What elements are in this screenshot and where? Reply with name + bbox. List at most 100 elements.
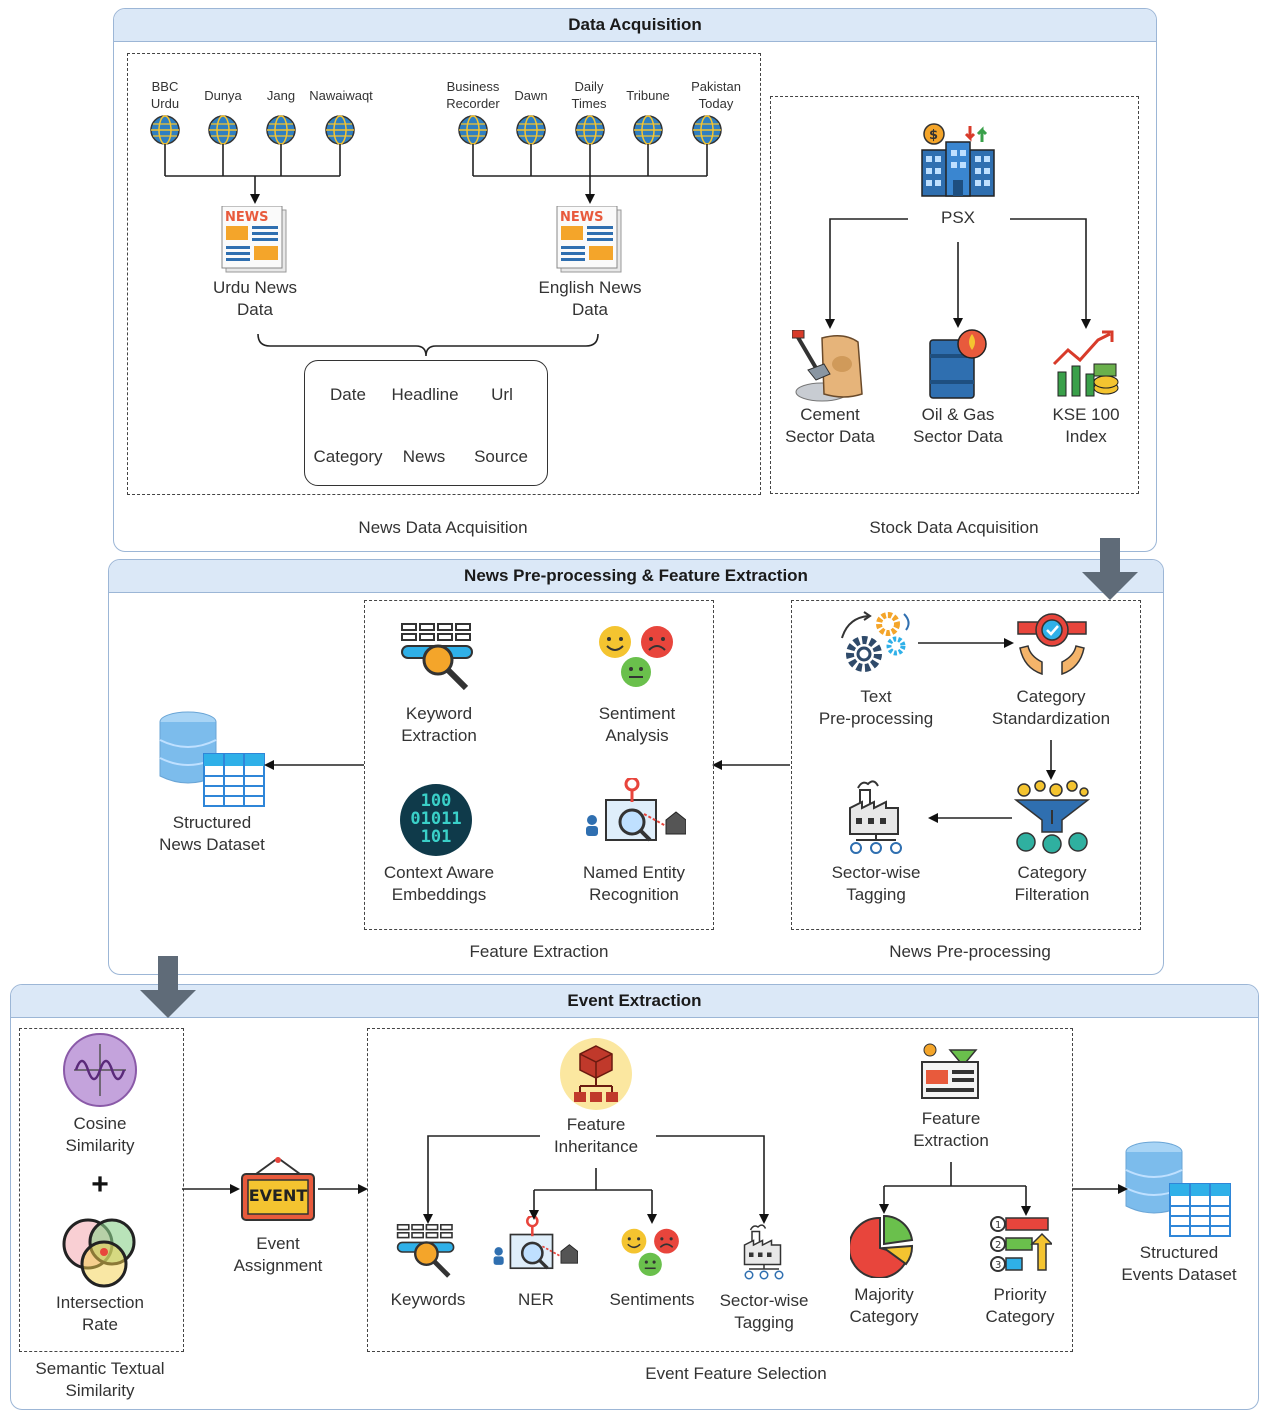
source-dawn: Dawn	[514, 88, 548, 103]
svg-text:1: 1	[995, 1220, 1001, 1231]
field-category: Category	[313, 447, 383, 466]
intersection-rate-label: Intersection Rate	[56, 1293, 144, 1334]
svg-text:101: 101	[421, 827, 452, 847]
database-table-icon	[1125, 1141, 1231, 1237]
semantic-similarity-box	[19, 1028, 184, 1352]
structured-events-dataset-label: Structured Events Dataset	[1121, 1243, 1237, 1284]
sector-tagging-label: Sector-wise Tagging	[831, 863, 921, 904]
category-standardization-label: Category Standardization	[991, 687, 1111, 728]
keyword-search-icon	[396, 1224, 455, 1278]
hierarchy-cube-icon	[560, 1038, 632, 1110]
named-entity-recognition-label: Named Entity Recognition	[582, 863, 686, 904]
funnel-filter-icon	[1014, 780, 1090, 854]
source-bbc-urdu: BBC Urdu	[150, 79, 180, 111]
feature-inheritance-label: Feature Inheritance	[553, 1115, 639, 1156]
gears-icon	[841, 611, 910, 672]
english-news-data-label: English News Data	[538, 278, 642, 319]
growth-chart-icon	[1052, 330, 1119, 397]
data-acquisition-title: Data Acquisition	[114, 9, 1156, 42]
stock-acquisition-caption: Stock Data Acquisition	[869, 518, 1039, 537]
flow-arrow-down	[140, 956, 196, 1018]
field-news: News	[402, 447, 446, 466]
source-business-recorder: Business Recorder	[446, 79, 500, 111]
named-entity-map-icon	[586, 778, 686, 842]
event-feature-selection-caption: Event Feature Selection	[645, 1364, 827, 1383]
event-sign-icon	[241, 1157, 315, 1221]
venn-intersection-icon	[62, 1218, 136, 1288]
feature-extraction-caption: Feature Extraction	[469, 942, 609, 961]
source-pakistan-today: Pakistan Today	[691, 79, 741, 111]
pie-chart-icon	[850, 1214, 914, 1278]
category-filteration-label: Category Filteration	[1014, 863, 1090, 904]
priority-list-icon: 1 2 3	[990, 1216, 1052, 1272]
newspaper-icon: NEWS	[556, 206, 622, 273]
data-funnel-screen-icon	[921, 1043, 979, 1099]
field-source: Source	[474, 447, 528, 466]
sentiment-faces-icon	[599, 626, 673, 687]
flow-arrow-down	[1082, 538, 1138, 600]
sentiment-analysis-label: Sentiment Analysis	[598, 704, 676, 745]
field-url: Url	[491, 385, 513, 404]
named-entity-map-icon	[493, 1216, 578, 1270]
cosine-similarity-label: Cosine Similarity	[65, 1114, 135, 1155]
svg-text:100: 100	[421, 791, 452, 811]
factory-sector-icon	[743, 1224, 784, 1280]
event-badge-text: EVENT	[248, 1186, 308, 1205]
source-tribune: Tribune	[626, 88, 670, 103]
database-table-icon	[159, 711, 265, 807]
oil-barrel-icon	[929, 329, 987, 399]
svg-text:01011: 01011	[410, 809, 461, 829]
svg-text:2: 2	[995, 1240, 1001, 1251]
factory-sector-icon	[849, 780, 902, 854]
news-acquisition-caption: News Data Acquisition	[358, 518, 528, 537]
preprocessing-panel: News Pre-processing & Feature Extraction	[108, 559, 1164, 975]
svg-text:$: $	[929, 128, 938, 143]
structured-news-dataset-label: Structured News Dataset	[159, 813, 265, 854]
source-jang: Jang	[266, 88, 296, 103]
semantic-textual-similarity-caption: Semantic Textual Similarity	[35, 1359, 165, 1400]
urdu-news-data-label: Urdu News Data	[212, 278, 298, 319]
event-assignment-label: Event Assignment	[233, 1234, 323, 1275]
stock-exchange-building-icon: $	[921, 123, 995, 197]
stock-acquisition-box	[770, 96, 1139, 494]
svg-text:NEWS: NEWS	[225, 210, 268, 225]
event-extraction-panel: Event Extraction	[10, 984, 1259, 1410]
field-headline: Headline	[391, 385, 459, 404]
preprocessing-title: News Pre-processing & Feature Extraction	[109, 560, 1163, 593]
cement-sector-label: Cement Sector Data	[785, 405, 875, 446]
keyword-search-icon	[401, 623, 473, 691]
data-acquisition-panel: Data Acquisition	[113, 8, 1157, 552]
cement-bag-icon	[792, 330, 863, 402]
sentiment-faces-icon	[621, 1228, 679, 1277]
keywords-label: Keywords	[390, 1290, 466, 1309]
text-preprocessing-label: Text Pre-processing	[818, 687, 934, 728]
event-sector-tagging-label: Sector-wise Tagging	[719, 1291, 809, 1332]
svg-text:NEWS: NEWS	[560, 210, 603, 225]
news-preprocessing-box	[791, 600, 1141, 930]
source-nawaiwaqt: Nawaiwaqt	[309, 88, 373, 103]
ner-label: NER	[518, 1290, 554, 1309]
majority-category-label: Majority Category	[849, 1285, 919, 1326]
source-dunya: Dunya	[204, 88, 242, 103]
svg-text:3: 3	[995, 1260, 1001, 1271]
news-preprocessing-caption: News Pre-processing	[889, 942, 1051, 961]
cosine-wave-icon	[63, 1033, 137, 1107]
newspaper-icon: NEWS	[221, 206, 287, 273]
event-extraction-title: Event Extraction	[11, 985, 1258, 1018]
news-acquisition-box	[127, 53, 761, 495]
psx-label: PSX	[940, 208, 976, 227]
plus-sign: +	[91, 1168, 109, 1201]
news-fields-box	[304, 360, 548, 486]
award-hands-icon	[1017, 613, 1087, 676]
sentiments-label: Sentiments	[609, 1290, 695, 1309]
context-embeddings-label: Context Aware Embeddings	[383, 863, 495, 904]
keyword-extraction-label: Keyword Extraction	[401, 704, 477, 745]
oil-gas-sector-label: Oil & Gas Sector Data	[913, 405, 1003, 446]
source-daily-times: Daily Times	[571, 79, 607, 111]
priority-category-label: Priority Category	[985, 1285, 1055, 1326]
event-feature-extraction-label: Feature Extraction	[913, 1109, 989, 1150]
kse-index-label: KSE 100 Index	[1052, 405, 1120, 446]
field-date: Date	[330, 385, 366, 404]
binary-code-icon: 100 01011 101	[400, 784, 472, 856]
